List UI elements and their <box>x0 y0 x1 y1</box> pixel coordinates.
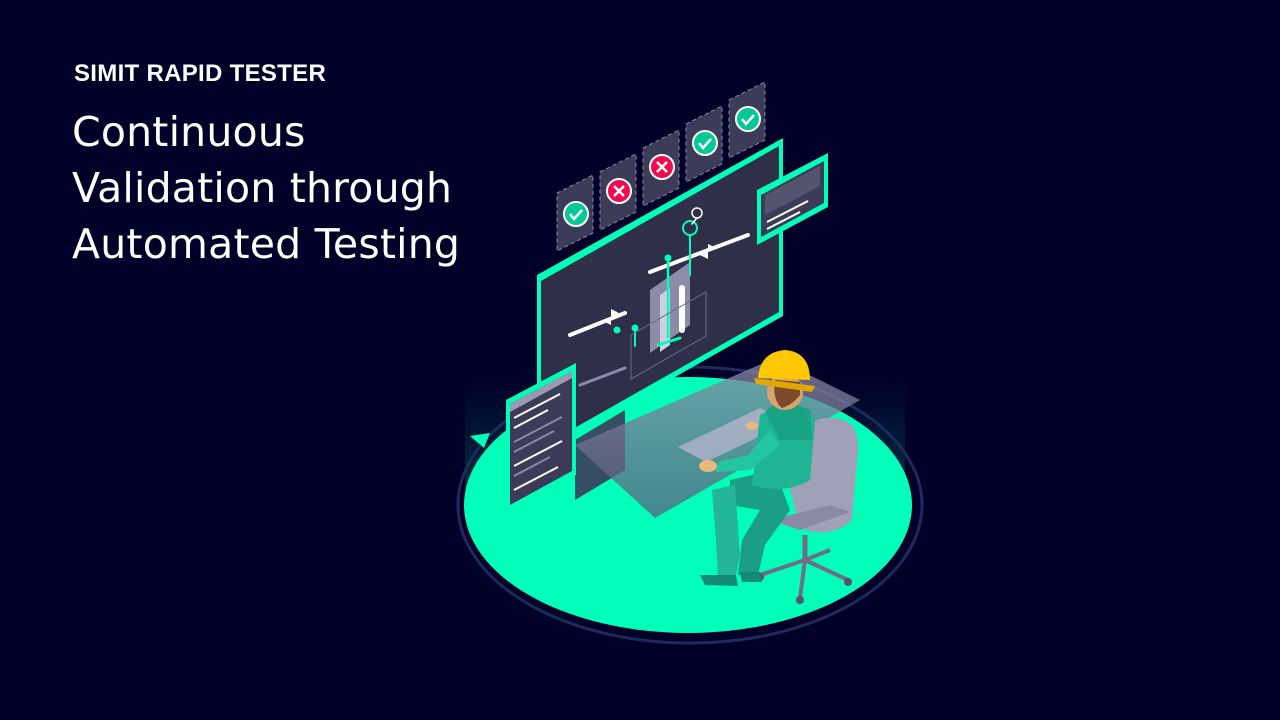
info-panel-right <box>757 153 828 245</box>
slide-title-line-2: Validation through <box>72 164 453 212</box>
process-diagram <box>568 207 750 387</box>
info-panel-left <box>506 363 576 512</box>
test-result-tiles <box>556 81 766 252</box>
hard-hat <box>758 350 810 380</box>
test-result-1 <box>556 174 594 252</box>
test-result-4 <box>685 105 723 183</box>
test-result-2 <box>599 153 637 231</box>
slide-title-line-1: Continuous <box>72 108 306 156</box>
check-icon <box>735 106 761 132</box>
test-result-5 <box>728 81 766 159</box>
slide-title-line-3: Automated Testing <box>72 220 461 268</box>
orbit-arrow-icon <box>470 433 490 448</box>
check-icon <box>563 201 589 227</box>
product-name: SIMIT RAPID TESTER <box>74 60 327 87</box>
check-icon <box>692 130 718 156</box>
worker <box>699 350 815 586</box>
slide-title: Continuous Validation through Automated … <box>72 104 460 272</box>
test-result-3 <box>642 129 680 207</box>
